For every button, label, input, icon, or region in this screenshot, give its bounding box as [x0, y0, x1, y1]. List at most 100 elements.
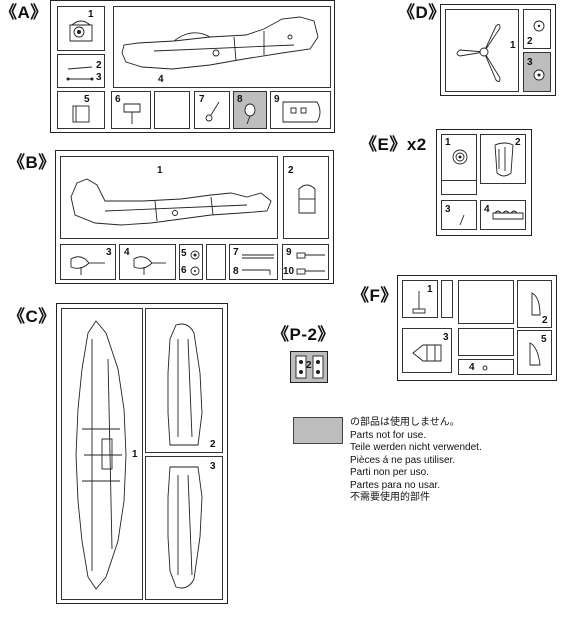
part-d3-cell-unused: 3 [523, 52, 551, 92]
part-b3-number: 3 [106, 247, 112, 258]
part-a9-cell: 9 [270, 91, 331, 129]
part-e1-cell: 1 [441, 134, 477, 184]
legend-text: の部品は使用しません。 Parts not for use. Teile wer… [350, 417, 482, 505]
legend-line-english: Parts not for use. [350, 429, 427, 441]
part-d3-number: 3 [527, 57, 533, 68]
blank-cell-f3 [458, 328, 514, 356]
blank-cell-f1 [441, 280, 453, 318]
part-d1-cell: 1 [445, 9, 519, 92]
part-d3-drawing [533, 69, 545, 81]
part-b1-number: 1 [157, 165, 163, 176]
blank-cell-a [154, 91, 190, 129]
sprue-f-label: 《F》 [352, 286, 398, 305]
part-a3-number: 3 [96, 72, 102, 83]
part-a2-number: 2 [96, 60, 102, 71]
part-b7-b8-cell: 7 8 [229, 244, 278, 280]
blank-cell-b [206, 244, 226, 280]
part-f5-cell: 5 [517, 330, 552, 375]
part-b3-drawing [70, 256, 105, 275]
part-a1-number: 1 [88, 9, 94, 20]
part-e4-number: 4 [484, 204, 490, 215]
part-a7-drawing [205, 101, 220, 122]
part-d1-number: 1 [510, 40, 516, 51]
part-a1-cell: 1 [57, 6, 105, 51]
sprue-c-label: 《C》 [8, 307, 56, 326]
part-a9-drawing [282, 101, 321, 123]
part-f2-drawing [531, 292, 541, 316]
wheel-drawing [452, 149, 468, 165]
part-b4-cell: 4 [119, 244, 176, 280]
part-f4-number: 4 [469, 362, 475, 373]
sprue-d-frame: 1 2 3 [440, 4, 556, 96]
part-b2-cell: 2 [283, 156, 329, 239]
sprue-a-label: 《A》 [0, 3, 48, 22]
sprue-c-frame: 1 2 3 [56, 303, 228, 604]
legend-swatch [293, 417, 343, 444]
part-b3-cell: 3 [60, 244, 116, 280]
legend-line-japanese: の部品は使用しません。 [350, 417, 460, 428]
sprue-a-frame: 1 2 3 4 5 [50, 0, 335, 133]
sprue-e-frame: 1 2 3 4 [436, 129, 532, 236]
legend-line-chinese: 不需要使用的部件 [350, 492, 430, 503]
part-c1-number: 1 [132, 449, 138, 460]
part-f1-cell: 1 [402, 280, 438, 318]
legend-line-italian: Parti non per uso. [350, 467, 429, 478]
part-e2-cell: 2 [480, 134, 526, 184]
part-b6-number: 6 [181, 265, 187, 276]
part-a6-drawing [123, 103, 141, 124]
blank-cell-f2 [458, 280, 514, 324]
sprue-f-frame: 1 2 3 4 5 [397, 275, 557, 381]
part-c3-cell: 3 [145, 456, 223, 600]
legend-line-french: Pièces á ne pas utiliser. [350, 454, 456, 466]
part-f2-cell: 2 [517, 280, 552, 328]
propeller-drawing [456, 23, 501, 83]
part-a8-drawing [244, 103, 256, 125]
part-b5-number: 5 [181, 248, 187, 259]
part-a6-cell: 6 [111, 91, 151, 129]
part-a9-number: 9 [274, 94, 280, 105]
part-a7-cell: 7 [194, 91, 230, 129]
part-c3-number: 3 [210, 461, 216, 472]
part-a4-cell: 4 [113, 6, 331, 88]
part-d2-cell: 2 [523, 9, 551, 49]
part-f5-number: 5 [541, 334, 547, 345]
part-a4-number: 4 [158, 74, 164, 85]
part-e1-number: 1 [445, 137, 451, 148]
part-f1-drawing [412, 291, 426, 314]
fuselage-half-drawing [121, 16, 319, 70]
part-b4-drawing [133, 256, 166, 275]
fuselage-half-b-drawing [70, 178, 272, 226]
legend-line-spanish: Partes para no usar. [350, 479, 441, 491]
part-f3-drawing [412, 344, 442, 362]
blank-cell-e1 [441, 180, 477, 195]
part-b5-b6-cell: 5 6 [179, 244, 203, 280]
part-f2-number: 2 [542, 315, 548, 326]
part-e3-number: 3 [445, 204, 451, 215]
part-f1-number: 1 [427, 284, 433, 295]
part-a7-number: 7 [199, 94, 205, 105]
part-b4-number: 4 [124, 247, 130, 258]
sprue-p2-label: 《P-2》 [272, 325, 335, 344]
sprue-b-frame: 1 2 3 4 5 6 [55, 150, 334, 284]
part-f4-cell: 4 [458, 359, 514, 375]
gear-door-drawing [494, 142, 514, 177]
upper-wing-left-drawing [167, 323, 203, 446]
part-b1-cell: 1 [60, 156, 278, 239]
part-b9-b10-drawing [296, 252, 325, 275]
part-f5-drawing [529, 342, 541, 366]
part-b5-b6-drawing [190, 250, 200, 276]
part-a1-drawing [69, 20, 93, 42]
sprue-e-label: 《E》x2 [360, 135, 427, 154]
part-a5-number: 5 [84, 94, 90, 105]
part-b8-number: 8 [233, 266, 239, 277]
part-p2-drawing [295, 355, 324, 379]
part-e4-cell: 4 [480, 200, 526, 230]
part-e3-drawing [459, 214, 465, 226]
part-a2-a3-drawing [66, 66, 94, 81]
part-b10-number: 10 [283, 266, 295, 277]
part-p2-number: 2 [306, 360, 312, 371]
part-d2-drawing [533, 20, 545, 32]
part-b9-number: 9 [286, 247, 292, 258]
part-a6-number: 6 [115, 94, 121, 105]
part-a2-a3-cell: 2 3 [57, 54, 105, 88]
